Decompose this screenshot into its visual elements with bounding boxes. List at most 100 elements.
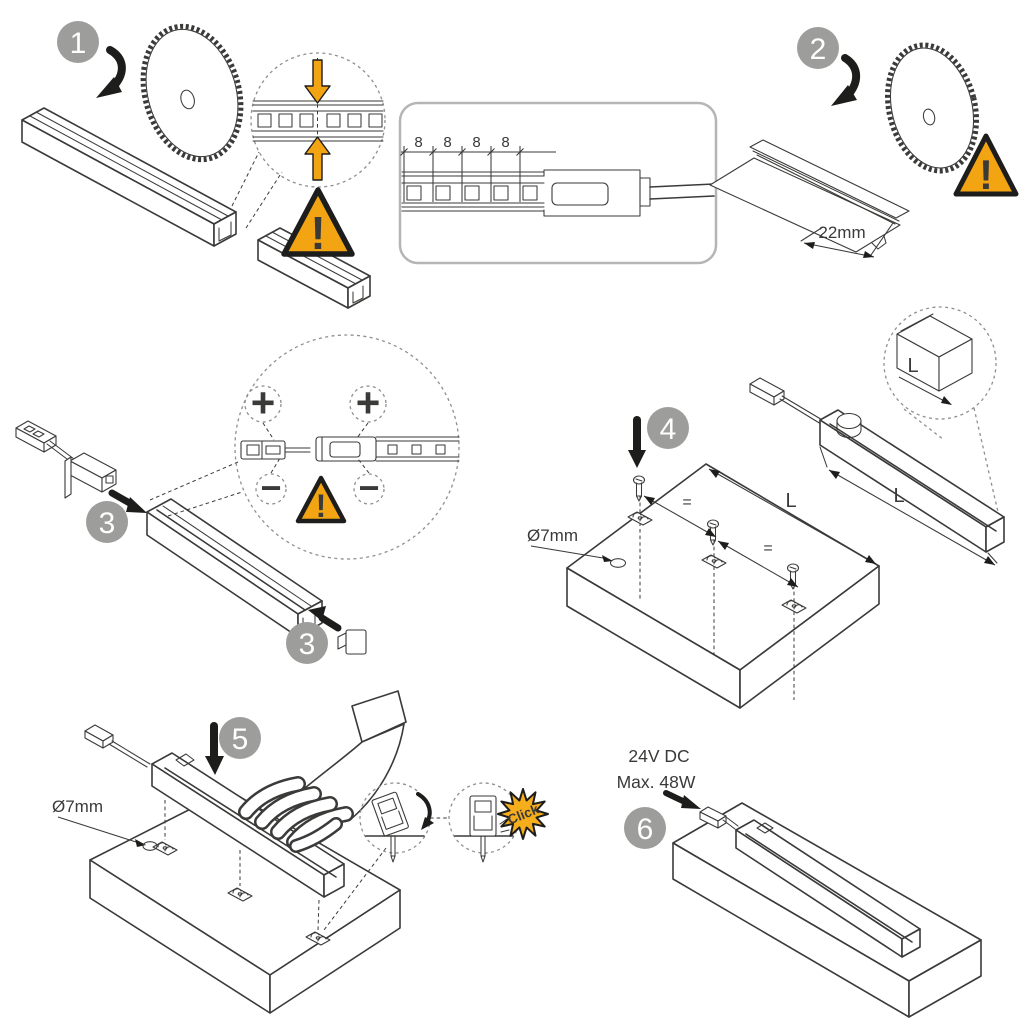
hole-callout: Ø7mm [52,797,158,851]
plus-mark: + [356,379,381,426]
warning-triangle-icon: ! [281,187,355,259]
plus-mark: + [251,379,276,426]
shelf-length-dimension: L [708,468,877,565]
saw-blade-icon [884,42,980,174]
length-label: L [893,485,904,507]
step-2: 2 ! 22mm [709,27,1019,258]
step-3-number: 3 [299,628,316,661]
step-5-badge: 5 [219,717,261,759]
polarity-magnifier: + + − − [234,334,460,560]
warning-triangle-icon: ! [953,133,1019,198]
shelf-board-drawing [89,789,401,1014]
click-burst-icon: Click [497,788,549,840]
mounted-light-bar-drawing [735,819,921,958]
step-3-badge-front: 3 [86,501,128,543]
plus-circle [244,385,282,423]
arrow-left-icon [308,606,342,632]
cut-width-label: 22mm [818,223,865,242]
end-cap-drawing [337,629,367,655]
arrow-right-icon [663,790,701,809]
hole-label: Ø7mm [527,526,578,545]
step-4-badge: 4 [647,407,689,449]
warning-triangle-icon: ! [295,475,347,524]
length-label: L [907,355,918,377]
arrow-right-icon [108,489,147,513]
fixture-assembly-drawing [749,377,1005,553]
mounting-clip [152,841,178,856]
power-connector-drawing [15,420,117,499]
step-1-badge: 1 [57,21,99,63]
cut-arrow-down-icon [304,59,331,104]
minus-circle [255,473,287,505]
hole-label: Ø7mm [52,797,103,816]
step-4: 4 Ø7mm = = L [527,306,1005,709]
step-2-number: 2 [810,33,827,66]
clip-axis-line [317,899,320,931]
cut-width-dimension: 22mm [800,222,894,258]
step-6: 24V DC Max. 48W 6 [617,746,982,1018]
fixture-length-dimension: L [819,446,998,566]
cut-detail-box: 8 8 8 8 [398,101,718,265]
curved-arrow-icon [96,46,126,98]
step-5-number: 5 [232,723,249,756]
pitch-label: 8 [472,134,480,151]
step-4-number: 4 [660,413,677,446]
mounting-clip [227,887,253,902]
screw [706,519,720,546]
spacing-dimension-first: = [643,494,717,538]
power-voltage-label: 24V DC [628,746,689,766]
dimmer-knob [836,412,862,439]
warning-mark: ! [316,488,327,524]
magnifier-leader-line [149,461,239,501]
mounting-clip [305,931,331,946]
cut-arrow-up-icon [304,136,331,181]
equal-spacing-label: = [682,494,691,511]
pitch-label: 8 [501,134,509,151]
profile-drawing [146,498,323,638]
magnifier-leader-line [231,151,260,207]
magnifier-leader-line [245,171,283,229]
shelf-board-drawing [672,802,982,1018]
step-6-badge: 6 [624,807,666,849]
screw [786,563,800,590]
arrow-down-icon [205,722,224,775]
step-6-number: 6 [637,813,654,846]
pitch-label: 8 [443,134,451,151]
step-1: 1 [21,21,386,309]
minus-circle [353,473,385,505]
warning-mark: ! [979,151,993,198]
cut-line-magnifier [250,52,386,188]
step-3: 3 3 + + [15,334,460,664]
clip-snap-magnifier-click: Click [448,782,549,863]
spacing-dimension-second: = [717,540,799,588]
equal-spacing-label: = [763,540,772,557]
plus-circle [349,385,387,423]
mounting-clip [781,599,807,614]
profile-end-magnifier: L [883,306,999,513]
pitch-label: 8 [414,134,422,151]
profile-piece-long [21,107,237,247]
hand-illustration [238,690,407,853]
mounting-clip [627,511,653,526]
power-connector-drawing [699,806,739,830]
shelf-board-drawing [566,463,880,709]
minus-mark: − [260,467,281,508]
saw-blade-icon [140,23,244,163]
led-strip-drawing [401,169,715,217]
screw [632,475,646,502]
mounting-clip [701,554,727,569]
angle-profile-drawing [709,139,910,253]
arrow-down-icon [628,416,646,468]
warning-mark: ! [310,207,325,259]
length-label: L [785,490,796,512]
step-3-badge-endcap: 3 [286,622,328,664]
step-5: Ø7mm [52,690,549,1014]
step-1-number: 1 [70,27,87,60]
hole-callout: Ø7mm [527,526,627,568]
pitch-ticks [400,146,524,202]
profile-piece-short [257,227,371,309]
minus-mark: − [358,467,379,508]
step-2-badge: 2 [797,27,839,69]
connector-alignment-drawing [240,436,460,462]
